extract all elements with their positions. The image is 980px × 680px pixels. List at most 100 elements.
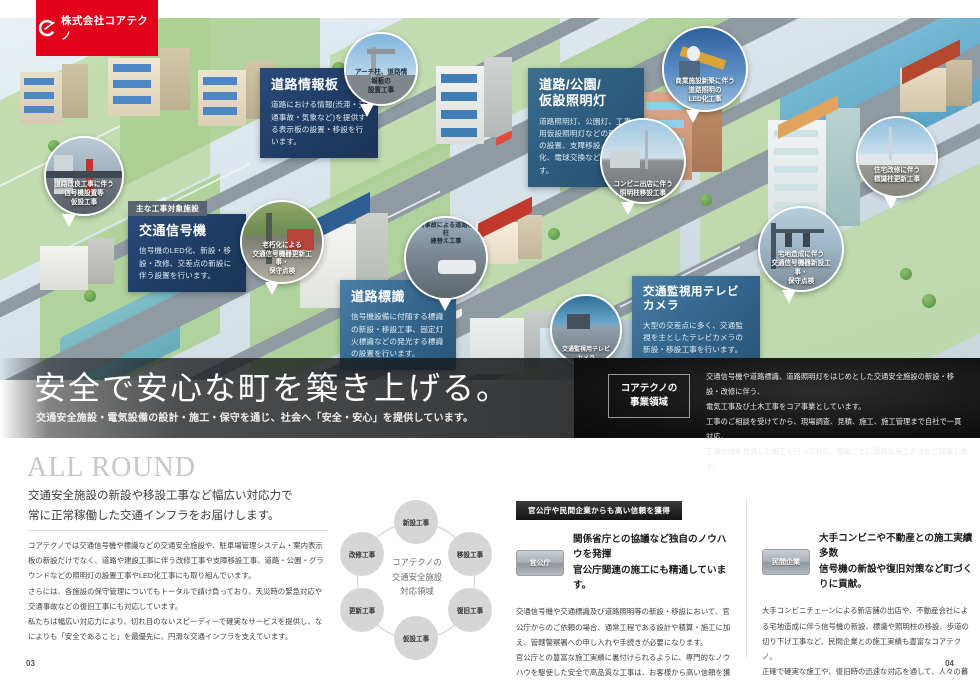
domain-line: 電気工事及び土木工事をコア事業としています。: [706, 401, 866, 411]
lead-line-2: 常に正常稼働した交通インフラをお届けします。: [28, 510, 280, 523]
panel-title: 道路/公園/ 仮設照明灯: [539, 77, 607, 109]
photo-bubble-signal-aging[interactable]: 老朽化による 交通信号機器更新工事・ 保守点検: [240, 200, 324, 295]
section-title-all-round: ALL ROUND: [27, 452, 196, 483]
photo-caption: 商業施設新築に伴う 道路照明の LED化工事: [675, 78, 735, 104]
panel-title: 交通監視用テレビカメラ: [643, 286, 739, 313]
catch-line-1: 関係省庁との協議など独自のノウハウを発揮: [573, 534, 727, 561]
bubble-tail: [265, 282, 280, 295]
panel-traffic-monitoring-tv-camera[interactable]: 交通監視用テレビカメラ 大型の交差点に多く、交通監視を主としたテレビカメラの新設…: [632, 276, 760, 367]
photo-caption: 老朽化による 交通信号機器更新工事・ 保守点検: [252, 241, 312, 276]
photo-image: [406, 218, 486, 298]
hero-right-panel: [574, 358, 980, 438]
diagram-node-relocation[interactable]: 移設工事: [448, 532, 492, 576]
photo-bubble-traffic-accident[interactable]: 車両事故による道路標識柱 建替え工事: [404, 216, 488, 311]
photo-circle: 宅地造成に伴う 交通信号機器新設工事・ 保守点検: [758, 206, 844, 292]
photo-caption: 住宅改修に伴う 標識柱更新工事: [873, 167, 921, 184]
main-target-badge: 主な工事対象施設: [128, 201, 208, 216]
photo-caption: 車両事故による道路標識柱 建替え工事: [412, 221, 480, 246]
trust-catch-row: 民間企業 大手コンビニや不動産との施工実績多数 信号機の新設や復旧対策など町づく…: [762, 531, 974, 592]
section-body: コアテクノでは交通信号機や標識などの交通安全施設や、駐車場管理システム・案内表示…: [28, 538, 324, 644]
capability-diagram: 新設工事 移設工事 復旧工事 仮設工事 更新工事 改修工事 コアテクノの 交通安…: [326, 500, 512, 660]
diagram-node-renewal[interactable]: 更新工事: [340, 588, 384, 632]
trust-column-private-company: 民間企業 大手コンビニや不動産との施工実績多数 信号機の新設や復旧対策など町づく…: [762, 500, 974, 680]
photo-bubble-housing-sign-pole[interactable]: 住宅改修に伴う 標識柱更新工事: [856, 116, 938, 209]
diagram-center-line3: 対応領域: [400, 586, 434, 597]
diagram-node-improvement[interactable]: 改修工事: [340, 532, 384, 576]
trust-paragraphs: 交通信号機や交通標識及び道路照明等の新設・移設において、官公庁からのご依頼の場合…: [516, 604, 732, 680]
photo-circle: 老朽化による 交通信号機器更新工事・ 保守点検: [240, 200, 324, 284]
panel-title: 道路標識: [351, 289, 406, 304]
photo-caption: アーチ柱、道路情報板の 設置工事: [354, 68, 408, 94]
bubble-tail: [437, 298, 452, 311]
photo-bubble-residential-development[interactable]: 宅地造成に伴う 交通信号機器新設工事・ 保守点検: [758, 206, 844, 303]
trust-paragraph: 交通信号機や交通標識及び道路照明等の新設・移設において、官公庁からのご依頼の場合…: [516, 607, 731, 647]
panel-traffic-signal[interactable]: 主な工事対象施設 交通信号機 信号機のLED化、新設・移設・改修、交差点の新設に…: [128, 201, 246, 293]
page-number-right: 04: [945, 659, 954, 668]
trust-catch: 大手コンビニや不動産との施工実績多数 信号機の新設や復旧対策など町づくりに貢献。: [819, 531, 974, 592]
bubble-tail: [61, 214, 76, 227]
diagram-node-label: 仮設工事: [402, 636, 430, 643]
bubble-tail: [883, 196, 898, 209]
business-domain-box: コアテクノの 事業領域: [608, 374, 690, 418]
section-lead: 交通安全施設の新設や移設工事など幅広い対応力で 常に正常稼働した交通インフラをお…: [28, 486, 328, 526]
panel-title: 交通信号機: [139, 223, 207, 238]
catch-line-1: 大手コンビニや不動産との施工実績多数: [819, 533, 973, 560]
photo-bubble-commercial-led[interactable]: 商業施設新築に伴う 道路照明の LED化工事: [662, 26, 748, 123]
photo-circle: 交通監視用テレビ カメラ: [550, 294, 622, 366]
bubble-tail: [360, 104, 375, 117]
photo-caption: 宅地造成に伴う 交通信号機器新設工事・ 保守点検: [771, 251, 831, 285]
domain-line: 交通信号機や道路標識、道路照明灯をはじめとした交通安全施設の新設・移設・改修に伴…: [706, 372, 955, 396]
panel-body: 信号機設備に付随する標識の新設・移設工事、固定灯火標識などの発光する標識の設置を…: [351, 312, 444, 359]
bubble-tail: [620, 202, 635, 215]
chip-label: 官公庁: [529, 559, 551, 567]
photo-bubble-convenience-store[interactable]: コンビニ出店に伴う 照明柱移設工事: [600, 118, 686, 215]
diagram-center-line1: コアテクノの: [392, 557, 442, 567]
domain-line: 工事のご相談を受けてから、現場調査、見積、施工、施工管理まで自社で一貫対応。: [706, 416, 962, 441]
section-divider: [28, 530, 328, 531]
bubble-tail: [686, 110, 701, 123]
photo-image: [346, 34, 416, 104]
diagram-node-label: 改修工事: [348, 552, 376, 559]
private-company-chip: 民間企業: [762, 548, 810, 575]
diagram-node-label: 移設工事: [456, 552, 484, 559]
trust-paragraph: 正確で確実な施工や、復旧時の迅速な対応を通して、人々の暮らしにおける快適性や安全…: [762, 667, 969, 677]
panel-body: 信号機のLED化、新設・移設・改修、交差点の新設に伴う設置を行います。: [139, 246, 232, 280]
page-number-left: 03: [26, 659, 35, 668]
photo-circle: コンビニ出店に伴う 照明柱移設工事: [600, 118, 686, 204]
panel-body: 大型の交差点に多く、交通監視を主としたテレビカメラの新設・移設工事を行います。: [643, 320, 744, 355]
trust-header: 官公庁や民間企業からも高い信頼を獲得: [516, 501, 683, 520]
trust-column-government: 官公庁や民間企業からも高い信頼を獲得 官公庁 関係省庁との協議など独自のノウハウ…: [516, 500, 732, 680]
chip-label: 民間企業: [772, 558, 800, 566]
diagram-node-label: 新設工事: [402, 520, 430, 527]
photo-caption: コンビニ出店に伴う 照明柱移設工事: [613, 180, 673, 197]
panel-body: 道路における情報(渋滞・交通事故・気象など)を提供する表示板の設置・移設を行いま…: [271, 100, 366, 147]
photo-image: [602, 120, 684, 202]
photo-bubble-tv-camera[interactable]: 交通監視用テレビ カメラ: [550, 294, 622, 377]
diagram-node-restoration[interactable]: 復旧工事: [448, 588, 492, 632]
photo-circle: 住宅改修に伴う 標識柱更新工事: [856, 116, 938, 198]
diagram-node-label: 復旧工事: [456, 608, 484, 615]
photo-image: [552, 296, 620, 364]
domain-line: 工事全体を見通した施工を行っており、現場ごとに最適な施工方法をご提案します。: [706, 446, 968, 471]
diagram-node-new-construction[interactable]: 新設工事: [394, 500, 438, 544]
trust-catch: 関係省庁との協議など独自のノウハウを発揮 官公庁関連の施工にも精通しています。: [573, 532, 732, 593]
trust-paragraph: 大手コンビニチェーンによる新店舗の出店や、不動産会社による宅地造成に伴う信号機の…: [762, 606, 969, 661]
business-domain-text: 交通信号機や道路標識、道路照明灯をはじめとした交通安全施設の新設・移設・改修に伴…: [706, 370, 968, 475]
photo-circle: アーチ柱、道路情報板の 設置工事: [344, 32, 418, 106]
lead-line-1: 交通安全施設の新設や移設工事など幅広い対応力で: [28, 490, 293, 502]
photo-image: [858, 118, 936, 196]
photo-image: [664, 28, 746, 110]
government-chip: 官公庁: [516, 549, 564, 576]
company-name: 株式会社コアテクノ: [61, 15, 149, 42]
panel-title: 道路情報板: [271, 77, 339, 92]
body-paragraph: さらには、各施設の保守管理についてもトータルで請け負っており、天災時の緊急対応や…: [28, 586, 323, 611]
diagram-node-label: 更新工事: [348, 608, 376, 615]
catch-line-2: 官公庁関連の施工にも精通しています。: [573, 564, 727, 592]
company-logo[interactable]: 株式会社コアテクノ: [36, 0, 158, 56]
diagram-center-line2: 交通安全施設: [391, 571, 443, 582]
photo-bubble-road-improvement[interactable]: 道路改良工事に伴う 信号機設置等 仮設工事: [44, 136, 124, 227]
photo-bubble-arch-pole[interactable]: アーチ柱、道路情報板の 設置工事: [344, 32, 418, 117]
photo-circle: 車両事故による道路標識柱 建替え工事: [404, 216, 488, 300]
diagram-node-temporary[interactable]: 仮設工事: [394, 616, 438, 660]
